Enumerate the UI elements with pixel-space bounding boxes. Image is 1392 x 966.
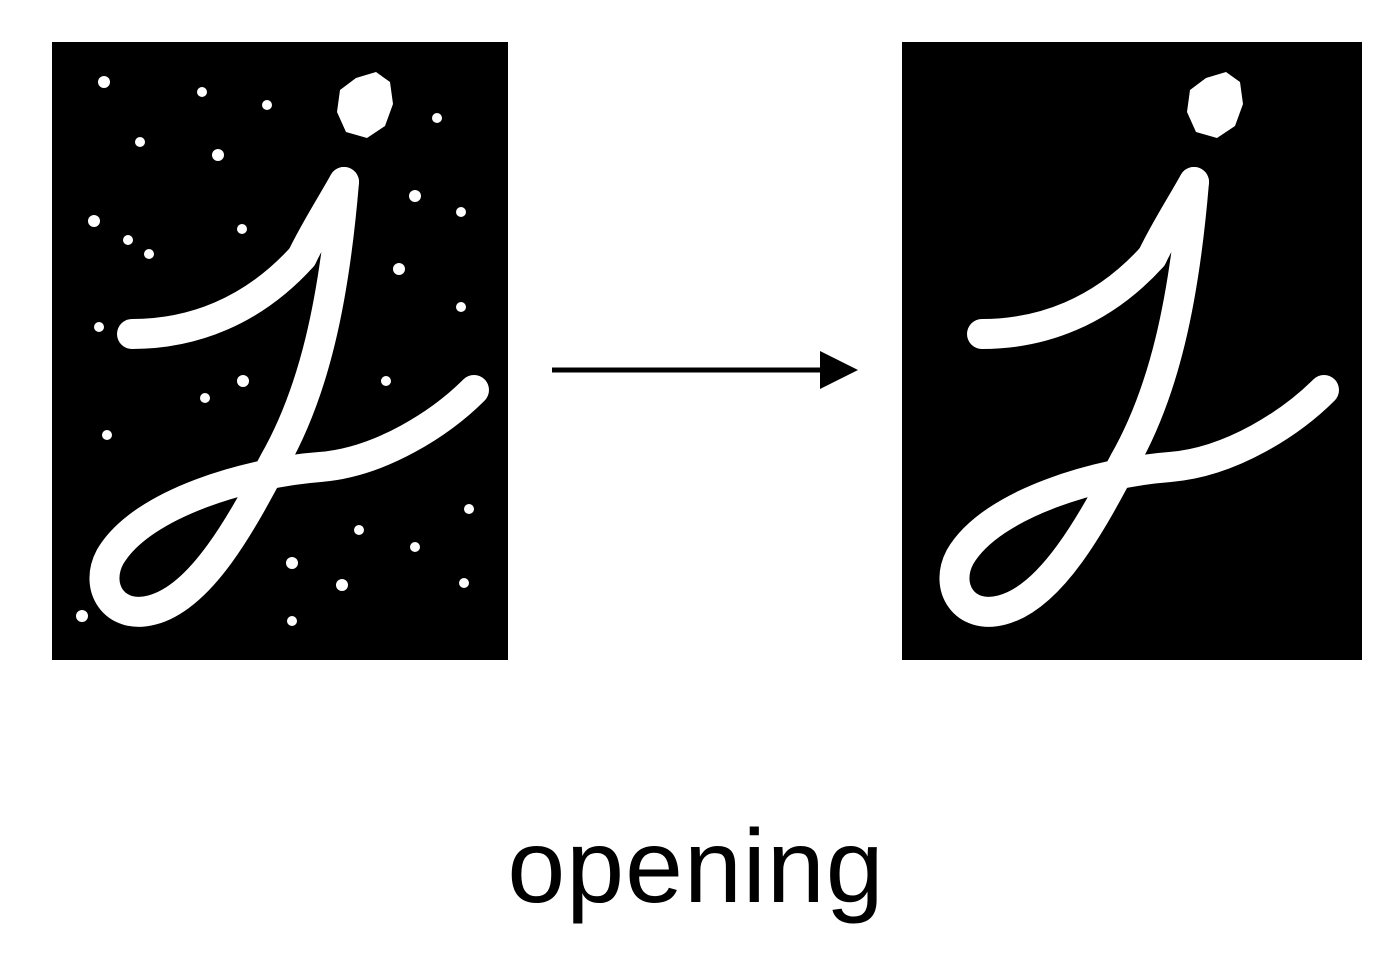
input-image-panel <box>52 42 508 660</box>
noise-specks <box>76 76 474 626</box>
operation-label: opening <box>507 809 885 925</box>
right-arrow-icon <box>552 351 858 389</box>
output-image-panel <box>902 42 1362 660</box>
